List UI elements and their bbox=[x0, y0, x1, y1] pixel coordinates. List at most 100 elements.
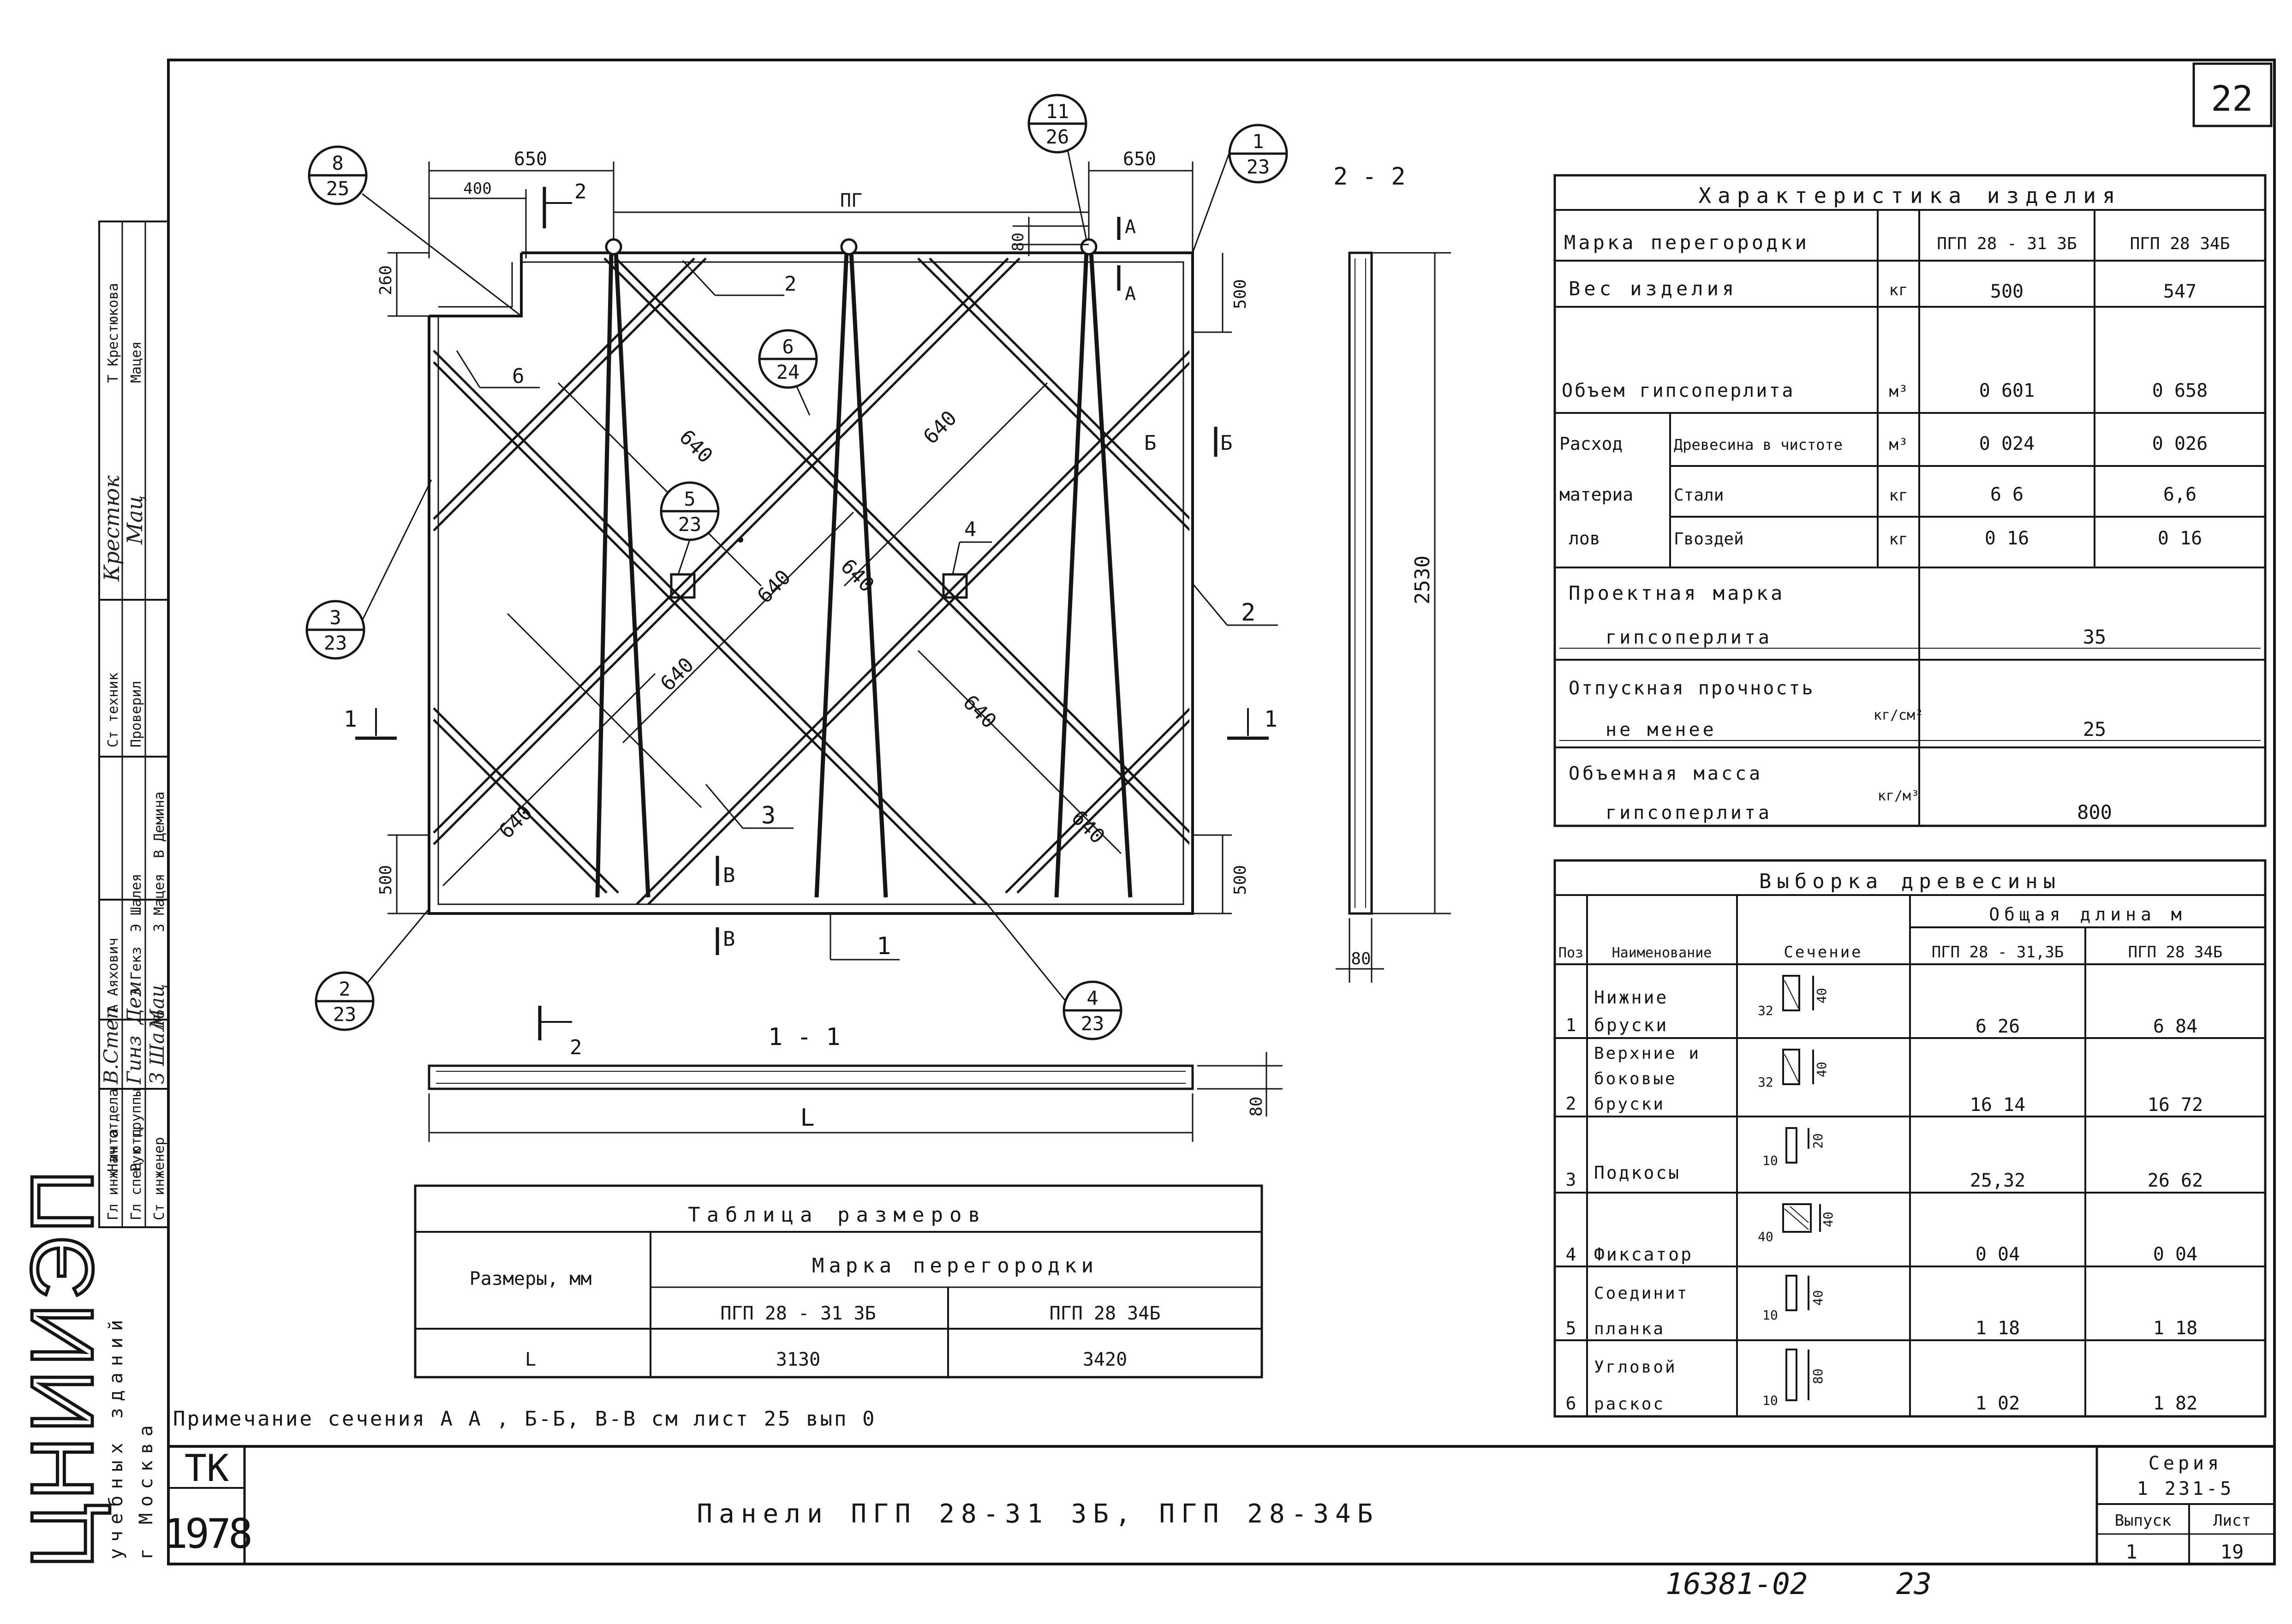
staff-top-sign-2: Мац bbox=[122, 495, 147, 545]
callouts: 8 25 11 26 1 23 6 24 5 23 3 23 2 23 4 23 bbox=[305, 94, 1288, 1040]
wood-row-4-v1: 0 04 bbox=[1976, 1244, 2020, 1265]
cut-1-right: 1 bbox=[1264, 706, 1277, 732]
consumption-item-2-v1: 6 6 bbox=[1990, 484, 2023, 505]
consumption-item-3-v1: 0 16 bbox=[1985, 528, 2029, 549]
wood-row-6-name-b: раскос bbox=[1594, 1395, 1665, 1414]
callout-1-top: 8 bbox=[332, 152, 343, 174]
wood-row-3-v1: 25,32 bbox=[1970, 1170, 2025, 1191]
wood-row-6-v1: 1 02 bbox=[1976, 1393, 2020, 1414]
char-header-mark-2: ПГП 28 34Б bbox=[2130, 234, 2230, 253]
year-label: 1978 bbox=[163, 1510, 251, 1558]
sizes-mark-header: Марка перегородки bbox=[812, 1254, 1098, 1278]
wood-row-4-sec-a: 40 bbox=[1758, 1229, 1773, 1244]
pos-label-4: 4 bbox=[964, 518, 977, 541]
sizes-title: Таблица размеров bbox=[688, 1203, 987, 1227]
lifting-loops bbox=[605, 238, 1098, 256]
wood-row-6-v2: 1 82 bbox=[2153, 1393, 2197, 1414]
char-row-2-v1: 0 601 bbox=[1979, 380, 2035, 401]
sizes-row-label: L bbox=[525, 1349, 536, 1370]
merged-row-1-label-1: Проектная марка bbox=[1569, 582, 1785, 604]
wood-row-2-pos: 2 bbox=[1566, 1093, 1576, 1114]
wood-total-header: Общая длина м bbox=[1989, 904, 2186, 925]
wood-title: Выборка древесины bbox=[1759, 870, 2061, 893]
staff-role-5: Ст инженер bbox=[151, 1137, 167, 1220]
title-block: ТК 1978 Панели ПГП 28-31 3Б, ПГП 28-34Б … bbox=[163, 1447, 2251, 1601]
char-row-1-unit: кг bbox=[1889, 281, 1908, 299]
issue-label: Выпуск bbox=[2115, 1511, 2172, 1530]
org-line-1: учебных зданий bbox=[106, 1314, 127, 1559]
staff-name-3: Э Шалея bbox=[128, 874, 144, 932]
wood-row-6-sec-b: 80 bbox=[1810, 1368, 1826, 1384]
sizes-mark-2: ПГП 28 34Б bbox=[1050, 1303, 1161, 1324]
pos-label-2-top: 2 bbox=[784, 272, 797, 296]
sizes-value-1: 3130 bbox=[776, 1349, 820, 1370]
wood-row-2-name-b: боковые bbox=[1594, 1069, 1677, 1088]
dim-500-left-bottom: 500 bbox=[376, 865, 395, 895]
staff-sign-2: Гинз bbox=[123, 1036, 145, 1085]
wood-col-pos: Поз bbox=[1558, 945, 1583, 961]
wood-mark-1: ПГП 28 - 31,3Б bbox=[1932, 943, 2064, 961]
callout-8-bottom: 23 bbox=[1081, 1012, 1104, 1035]
cut-B-inner: Б bbox=[1144, 431, 1157, 455]
callout-5-top: 5 bbox=[684, 488, 695, 510]
section-1-1-title: 1 - 1 bbox=[768, 1023, 841, 1051]
callout-5-bottom: 23 bbox=[678, 513, 702, 536]
consumption-item-1-v2: 0 026 bbox=[2152, 433, 2208, 454]
wood-row-1-v2: 6 84 bbox=[2153, 1016, 2197, 1037]
panel-outline bbox=[428, 251, 1194, 915]
staff-top-name-2: Мацея bbox=[128, 341, 144, 383]
callout-3-bottom: 23 bbox=[1247, 155, 1270, 178]
dim-640-7: 640 bbox=[495, 801, 537, 843]
wood-row-1-sec-b: 40 bbox=[1814, 988, 1829, 1003]
callout-4-top: 6 bbox=[782, 335, 794, 358]
staff-top-name-1: Проверил bbox=[128, 681, 144, 748]
consumption-item-1-label: Древесина в чистоте bbox=[1674, 436, 1843, 454]
char-header-label: Марка перегородки bbox=[1564, 231, 1809, 254]
char-row-1-v2: 547 bbox=[2163, 281, 2196, 302]
pos-label-1: 1 bbox=[877, 932, 891, 960]
pos-label-3: 3 bbox=[761, 802, 776, 830]
callout-6-bottom: 23 bbox=[324, 632, 347, 654]
cut-A-top: А bbox=[1125, 216, 1136, 238]
vertical-rods bbox=[595, 251, 1133, 898]
merged-row-2-unit: кг/см² bbox=[1874, 707, 1923, 723]
merged-row-3-label-1: Объемная масса bbox=[1569, 763, 1763, 784]
org-name: ЦНИИЭП bbox=[13, 1166, 111, 1569]
consumption-group-1: Расход bbox=[1559, 434, 1623, 454]
char-row-2-label: Объем гипсоперлита bbox=[1562, 380, 1795, 401]
dim-80-top: 80 bbox=[1009, 233, 1027, 251]
callout-7-top: 2 bbox=[339, 978, 350, 1000]
stamp-number-2: 23 bbox=[1896, 1567, 1932, 1601]
char-row-2-v2: 0 658 bbox=[2152, 380, 2208, 401]
dim-80-section: 80 bbox=[1351, 949, 1371, 968]
stamp-number: 16381-02 bbox=[1665, 1567, 1808, 1601]
panel-notch bbox=[427, 249, 521, 316]
wood-row-2-sec-a: 32 bbox=[1758, 1075, 1773, 1090]
wood-row-2-sec-b: 40 bbox=[1814, 1062, 1829, 1077]
list-label: Лист bbox=[2213, 1511, 2251, 1530]
merged-row-3-label-2: гипсоперлита bbox=[1606, 802, 1772, 824]
staff-name-4: З Мацея bbox=[151, 874, 167, 932]
side-strip: Гл инж инта Нач отдела Гл спец отд Рук г… bbox=[98, 221, 169, 1228]
wood-row-1-sec-a: 32 bbox=[1758, 1003, 1773, 1018]
consumption-group-3: лов bbox=[1569, 528, 1600, 549]
staff-role-2: Нач отдела bbox=[105, 1088, 121, 1172]
merged-row-3-value: 800 bbox=[2077, 801, 2112, 824]
consumption-item-2-label: Стали bbox=[1674, 486, 1724, 505]
staff-role-3: Гл спец отд bbox=[128, 1128, 144, 1220]
dim-640-1: 640 bbox=[674, 425, 717, 468]
char-header-mark-1: ПГП 28 - 31 3Б bbox=[1937, 234, 2077, 253]
wood-row-5-pos: 5 bbox=[1566, 1318, 1576, 1338]
dim-500-right-top: 500 bbox=[1231, 279, 1250, 309]
wood-row-6-pos: 6 bbox=[1566, 1393, 1576, 1414]
wood-row-5-sec-a: 10 bbox=[1762, 1308, 1778, 1323]
dim-640-3: 640 bbox=[753, 566, 795, 608]
section-2-2: 2530 80 bbox=[1336, 251, 1451, 983]
merged-row-2-label-1: Отпускная прочность bbox=[1569, 678, 1815, 699]
wood-row-4-v2: 0 04 bbox=[2153, 1244, 2197, 1265]
org-line-2: г Москва bbox=[136, 1419, 157, 1559]
wood-row-5-v1: 1 18 bbox=[1976, 1318, 2020, 1339]
staff-top-role-2: Т Крестюкова bbox=[105, 283, 121, 383]
merged-row-1-label-2: гипсоперлита bbox=[1606, 627, 1772, 648]
